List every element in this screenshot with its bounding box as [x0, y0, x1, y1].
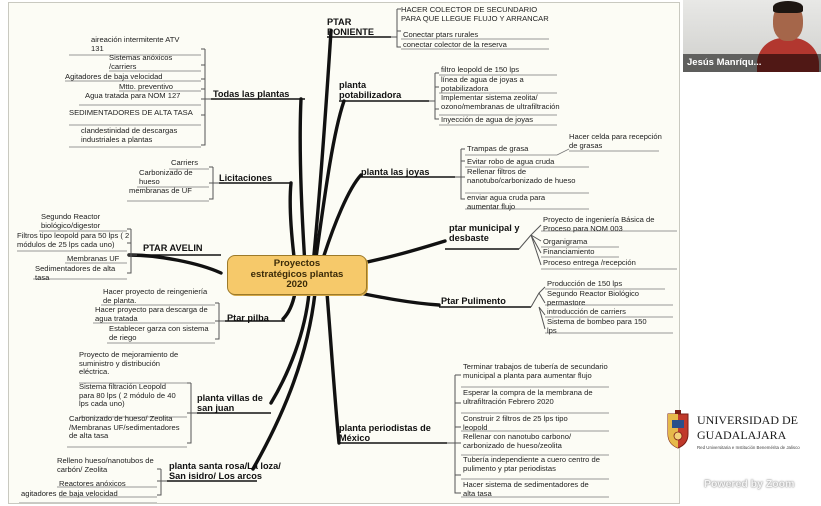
leaf-santa-rosa-1[interactable]: Relleno hueso/nanotubos de carbón/ Zeoli…: [57, 456, 154, 474]
mindmap-connectors: [17, 8, 677, 503]
leaf-pilba-2[interactable]: Hacer proyecto para descarga de agua tra…: [95, 305, 208, 323]
logo-line-3: Red Universitaria e Institución Beneméri…: [697, 445, 800, 450]
leaf-municipal-3[interactable]: Financiamiento: [543, 247, 595, 256]
leaf-joyas-2[interactable]: Hacer celda para recepción de grasas: [569, 132, 662, 150]
leaf-potabilizadora-2[interactable]: línea de agua de joyas a potabilizadora: [441, 75, 524, 93]
leaf-periodistas-1[interactable]: Terminar trabajos de tubería de secundar…: [463, 362, 608, 380]
leaf-licitaciones-2[interactable]: Carbonizado de hueso: [139, 168, 193, 186]
leaf-pilba-3[interactable]: Establecer garza con sistema de riego: [109, 324, 209, 342]
leaf-santa-rosa-3[interactable]: agitadores de baja velocidad: [21, 489, 118, 498]
leaf-joyas-4[interactable]: Rellenar filtros de nanotubo/carbonizado…: [467, 167, 576, 185]
leaf-pulimento-1[interactable]: Producción de 150 lps: [547, 279, 623, 288]
leaf-todas-7[interactable]: clandestinidad de descargas industriales…: [81, 126, 178, 144]
branch-todas-las-plantas[interactable]: Todas las plantas: [213, 89, 290, 99]
leaf-municipal-1[interactable]: Proyecto de ingeniería Básica de Proceso…: [543, 215, 655, 233]
leaf-ptar-poniente-2[interactable]: Conectar ptars rurales: [403, 30, 479, 39]
branch-planta-potabilizadora[interactable]: planta potabilizadora: [339, 80, 402, 100]
participant-video-tile[interactable]: Jesús Manríqu...: [683, 0, 821, 72]
leaf-joyas-5[interactable]: enviar agua cruda para aumentar flujo: [467, 193, 546, 211]
branch-planta-las-joyas[interactable]: planta las joyas: [361, 167, 430, 177]
leaf-joyas-1[interactable]: Trampas de grasa: [467, 144, 529, 153]
leaf-pilba-1[interactable]: Hacer proyecto de reingeniería de planta…: [103, 287, 208, 305]
leaf-potabilizadora-1[interactable]: filtro leopold de 150 lps: [441, 65, 520, 74]
leaf-villas-1[interactable]: Proyecto de mejoramiento de suministro y…: [79, 350, 179, 377]
branch-ptar-poniente[interactable]: PTAR PONIENTE: [327, 17, 374, 37]
leaf-municipal-4[interactable]: Proceso entrega /recepción: [543, 258, 636, 267]
central-topic-line1: Proyectos: [273, 258, 321, 270]
leaf-pulimento-4[interactable]: Sistema de bombeo para 150 lps: [547, 317, 647, 335]
leaf-ptar-poniente-3[interactable]: conectar colector de la reserva: [403, 40, 507, 49]
leaf-villas-3[interactable]: Carbonizado de hueso/ Zeolita /Membranas…: [69, 414, 180, 441]
leaf-periodistas-2[interactable]: Esperar la compra de la membrana de ultr…: [463, 388, 593, 406]
university-logo: UNIVERSIDAD DE GUADALAJARA Red Universit…: [665, 410, 821, 460]
leaf-licitaciones-1[interactable]: Carriers: [171, 158, 199, 167]
zoom-watermark: Powered by Zoom: [704, 478, 795, 490]
leaf-santa-rosa-2[interactable]: Reactores anóxicos: [59, 479, 126, 488]
branch-ptar-municipal[interactable]: ptar municipal y desbaste: [449, 223, 520, 243]
leaf-todas-3[interactable]: Agitadores de baja velocidad: [65, 72, 163, 81]
leaf-joyas-3[interactable]: Evitar robo de agua cruda: [467, 157, 555, 166]
logo-line-1: UNIVERSIDAD DE: [697, 413, 798, 427]
leaf-pulimento-3[interactable]: introducción de carriers: [547, 307, 626, 316]
central-topic-line2: estratégicos plantas: [250, 268, 344, 280]
leaf-todas-1[interactable]: aireación intermitente ATV 131: [91, 35, 180, 53]
leaf-avelin-4[interactable]: Sedimentadores de alta tasa: [35, 264, 116, 282]
leaf-todas-5[interactable]: Agua tratada para NOM 127: [85, 91, 181, 100]
university-crest-icon: [667, 410, 689, 449]
branch-planta-periodistas[interactable]: planta periodistas de México: [339, 423, 431, 443]
branch-licitaciones[interactable]: Licitaciones: [219, 173, 273, 183]
branch-planta-santa-rosa[interactable]: planta santa rosa/La loza/ San isidro/ L…: [169, 461, 281, 481]
leaf-periodistas-5[interactable]: Tubería independiente a cuero centro de …: [463, 455, 600, 473]
leaf-pulimento-2[interactable]: Segundo Reactor Biológico permastore: [547, 289, 640, 307]
leaf-todas-6[interactable]: SEDIMENTADORES DE ALTA TASA: [69, 108, 193, 117]
leaf-ptar-poniente-1[interactable]: HACER COLECTOR DE SECUNDARIO PARA QUE LL…: [401, 5, 549, 23]
leaf-licitaciones-3[interactable]: membranas de UF: [129, 186, 192, 195]
central-topic-line3: 2020: [286, 279, 308, 291]
mindmap-canvas: Proyectos estratégicos plantas 2020 PTAR…: [8, 2, 680, 504]
branch-ptar-pulimento[interactable]: Ptar Pulimento: [441, 296, 506, 306]
zoom-sidebar: Jesús Manríqu...: [683, 0, 821, 506]
branch-ptar-avelin[interactable]: PTAR AVELIN: [143, 243, 203, 253]
leaf-todas-4[interactable]: Mtto. preventivo: [119, 82, 174, 91]
branch-planta-villas[interactable]: planta villas de san juan: [197, 393, 263, 413]
leaf-avelin-2[interactable]: Filtros tipo leopold para 50 lps ( 2 mód…: [17, 231, 130, 249]
leaf-avelin-1[interactable]: Segundo Reactor biológico/digestor: [41, 212, 101, 230]
leaf-periodistas-6[interactable]: Hacer sistema de sedimentadores de alta …: [463, 480, 589, 498]
participant-name: Jesús Manríqu...: [683, 54, 821, 72]
leaf-todas-2[interactable]: Sistemas anóxicos /carriers: [109, 53, 173, 71]
leaf-periodistas-4[interactable]: Rellenar con nanotubo carbono/ carboniza…: [463, 432, 572, 450]
leaf-villas-2[interactable]: Sistema filtración Leopold para 80 lps (…: [79, 382, 176, 409]
leaf-avelin-3[interactable]: Membranas UF: [67, 254, 120, 263]
leaf-periodistas-3[interactable]: Construir 2 filtros de 25 lps tipo leopo…: [463, 414, 568, 432]
leaf-municipal-2[interactable]: Organigrama: [543, 237, 588, 246]
leaf-potabilizadora-3[interactable]: Implementar sistema zeolita/ ozono/membr…: [441, 93, 560, 111]
leaf-potabilizadora-4[interactable]: Inyección de agua de joyas: [441, 115, 534, 124]
central-topic[interactable]: Proyectos estratégicos plantas 2020: [227, 255, 367, 295]
logo-line-2: GUADALAJARA: [697, 428, 787, 442]
branch-ptar-pilba[interactable]: Ptar pilba: [227, 313, 269, 323]
